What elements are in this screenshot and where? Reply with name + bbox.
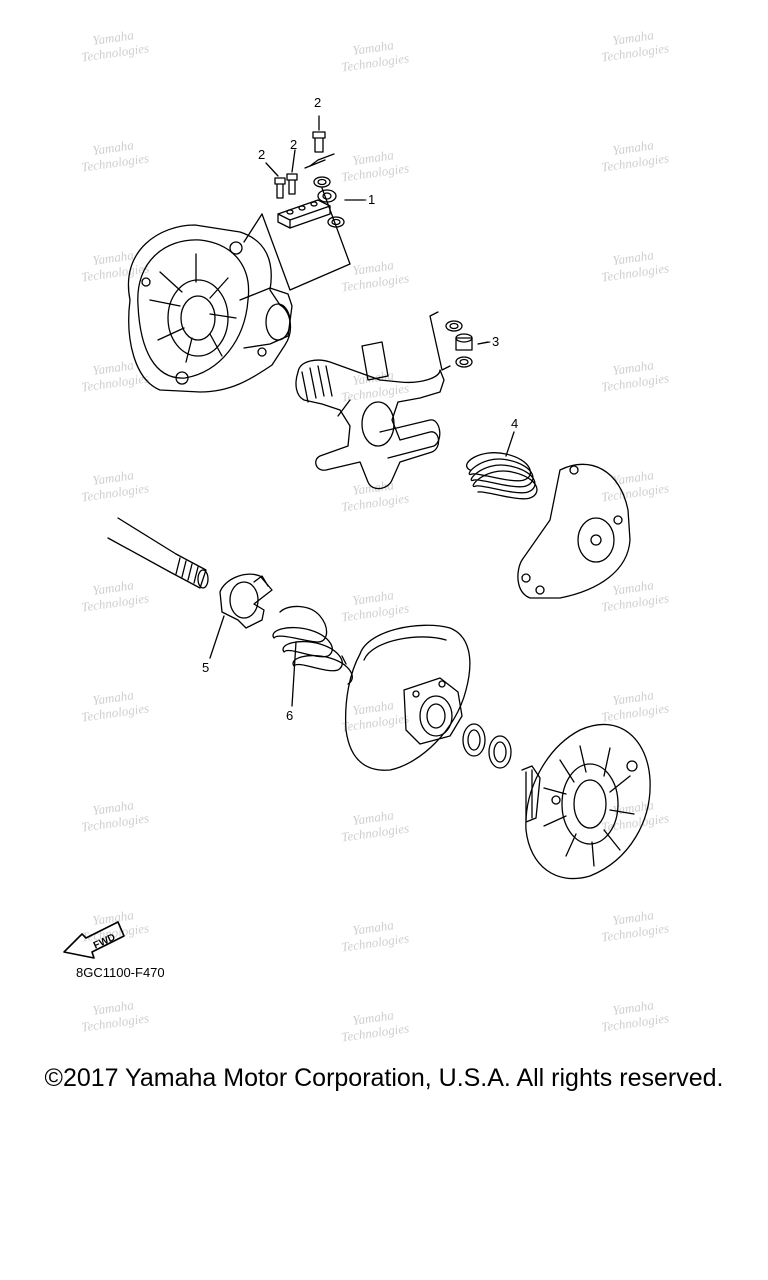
fixed-sheave <box>127 224 293 393</box>
callout-2-top: 2 <box>314 95 322 110</box>
callout-4: 4 <box>511 416 519 431</box>
bracket-outline-1 <box>243 159 351 291</box>
copyright-notice: ©2017 Yamaha Motor Corporation, U.S.A. A… <box>44 1064 724 1092</box>
fwd-label: FWD <box>92 932 117 952</box>
callout-2-mid: 2 <box>290 137 298 152</box>
callout-5: 5 <box>202 660 210 675</box>
bolt-part-2-top <box>312 115 326 153</box>
fwd-arrow-icon: FWD <box>63 921 125 959</box>
callout-3: 3 <box>492 334 500 349</box>
spider-part <box>295 341 445 490</box>
callout-leaders <box>355 199 491 345</box>
spring-part-6 <box>272 605 353 707</box>
movable-sheave <box>344 624 471 771</box>
rear-disc <box>521 723 651 880</box>
callout-1: 1 <box>368 192 376 207</box>
callout-2-left: 2 <box>258 147 266 162</box>
cover-plate <box>517 463 631 599</box>
washers <box>462 723 512 769</box>
shaft <box>107 517 209 589</box>
weight-part-1 <box>277 153 365 229</box>
callout-6: 6 <box>286 708 294 723</box>
diagram-code: 8GC1100-F470 <box>76 965 165 980</box>
bolts-part-2-pair <box>265 149 298 199</box>
rollers-part-3 <box>429 311 489 371</box>
spring-part-4 <box>466 431 538 500</box>
cam-part-5 <box>209 573 273 659</box>
